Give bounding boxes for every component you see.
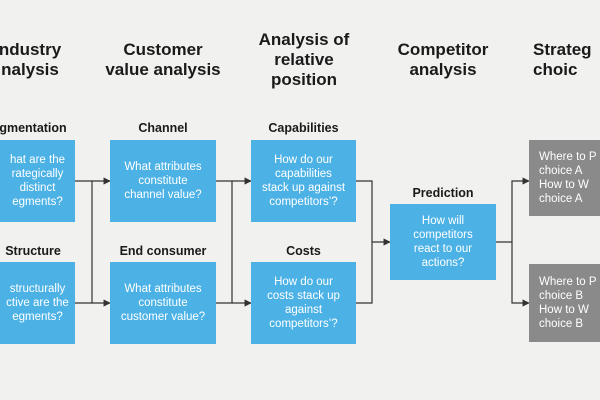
end-consumer-label: End consumer [119, 244, 207, 258]
customer-value-analysis-title: Customer value analysis [105, 40, 221, 79]
end-consumer-box: What attributes constitute customer valu… [110, 262, 216, 344]
segmentation-label: gmentation [0, 121, 67, 135]
structure-box: structurally ctive are the egments? [0, 262, 75, 344]
capabilities-box: How do our capabilities stack up against… [251, 140, 356, 222]
industry-analysis-title: ndustry nalysis [0, 40, 62, 79]
segmentation-box: hat are the rategically distinct egments… [0, 140, 75, 222]
customer-bracket [216, 180, 233, 304]
costs-box: How do our costs stack up against compet… [251, 262, 356, 344]
strategic-choice-title: Strateg choic [533, 40, 592, 79]
channel-label: Channel [138, 121, 188, 135]
industry-bracket [75, 180, 93, 304]
prediction-box: How will competitors react to our action… [390, 204, 496, 280]
arrow-to-choice-top [496, 177, 530, 243]
prediction-label: Prediction [412, 186, 474, 200]
relative-bracket [356, 180, 373, 304]
strategic-choice-b-box: Where to P choice B How to W choice B [529, 264, 600, 342]
structure-label: Structure [5, 244, 61, 258]
relative-position-title: Analysis of relative position [258, 30, 350, 89]
strategic-choice-a-box: Where to P choice A How to W choice A [529, 140, 600, 216]
capabilities-label: Capabilities [268, 121, 339, 135]
costs-label: Costs [286, 244, 321, 258]
competitor-analysis-title: Competitor analysis [397, 40, 489, 79]
channel-box: What attributes constitute channel value… [110, 140, 216, 222]
arrow-to-choice-bottom [511, 242, 530, 307]
